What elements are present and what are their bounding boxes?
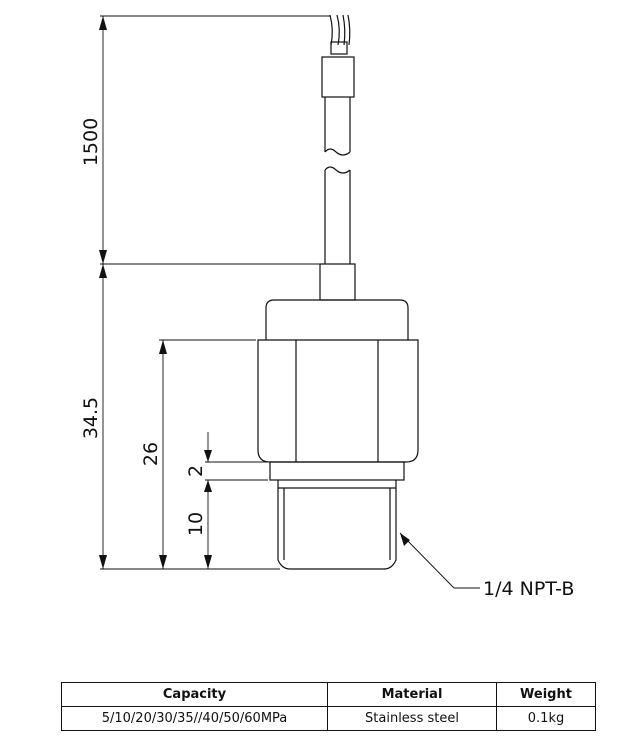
sensor-drawing: 1500 34.5 26 2 10 1/4 NPT-B [80,14,574,600]
header-material: Material [327,682,497,707]
dim-hex-height: 26 [140,442,162,466]
header-capacity: Capacity [61,682,328,707]
housing-cap [265,299,409,340]
cell-weight: 0.1kg [496,706,596,731]
spec-table-header: Capacity Material Weight [61,682,596,707]
dim-overall-height: 34.5 [80,397,102,439]
thread-leader [399,532,480,589]
lead-wires [329,14,351,55]
cable-gland [319,263,356,301]
cable-upper [321,56,355,156]
npt-thread [277,480,397,570]
header-weight: Weight [496,682,596,707]
dim-cable-length: 1500 [80,118,102,166]
cell-material: Stainless steel [327,706,497,731]
cell-capacity: 5/10/20/30/35//40/50/60MPa [61,706,328,731]
cable-lower [324,166,351,264]
hex-body [257,339,419,463]
dim-undercut: 2 [185,465,207,477]
spec-table-row: 5/10/20/30/35//40/50/60MPa Stainless ste… [61,706,596,731]
dim-thread-length: 10 [185,512,207,536]
spec-table: Capacity Material Weight 5/10/20/30/35//… [61,682,596,731]
thread-callout: 1/4 NPT-B [483,578,574,600]
undercut-collar [269,461,405,481]
